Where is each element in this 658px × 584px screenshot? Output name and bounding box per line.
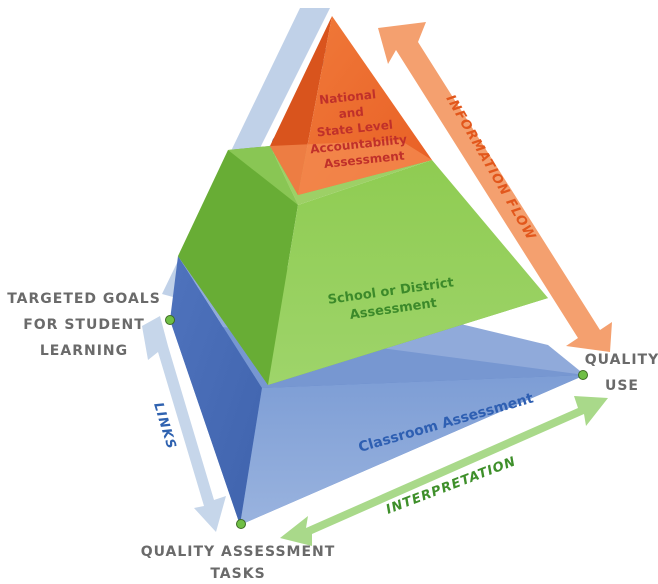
svg-text:QUALITY ASSESSMENT: QUALITY ASSESSMENT [141, 544, 336, 560]
svg-text:and: and [338, 105, 365, 122]
tasks-corner-dot [236, 519, 246, 529]
national-state-tier [270, 16, 432, 195]
school-district-tier [178, 146, 548, 385]
goals-corner-dot [165, 315, 175, 325]
svg-text:FOR STUDENT: FOR STUDENT [23, 317, 145, 333]
targeted-goals-label: TARGETED GOALS FOR STUDENT LEARNING [7, 291, 161, 359]
svg-text:National: National [318, 87, 376, 107]
svg-text:LEARNING: LEARNING [40, 343, 128, 359]
quality-use-label: QUALITY USE [585, 352, 658, 394]
svg-text:USE: USE [605, 378, 639, 394]
use-corner-dot [578, 370, 588, 380]
svg-text:QUALITY: QUALITY [585, 352, 658, 368]
svg-text:TARGETED GOALS: TARGETED GOALS [7, 291, 161, 307]
links-label: LINKS [150, 401, 179, 452]
quality-tasks-label: QUALITY ASSESSMENT TASKS [141, 544, 336, 582]
svg-text:TASKS: TASKS [210, 566, 265, 582]
